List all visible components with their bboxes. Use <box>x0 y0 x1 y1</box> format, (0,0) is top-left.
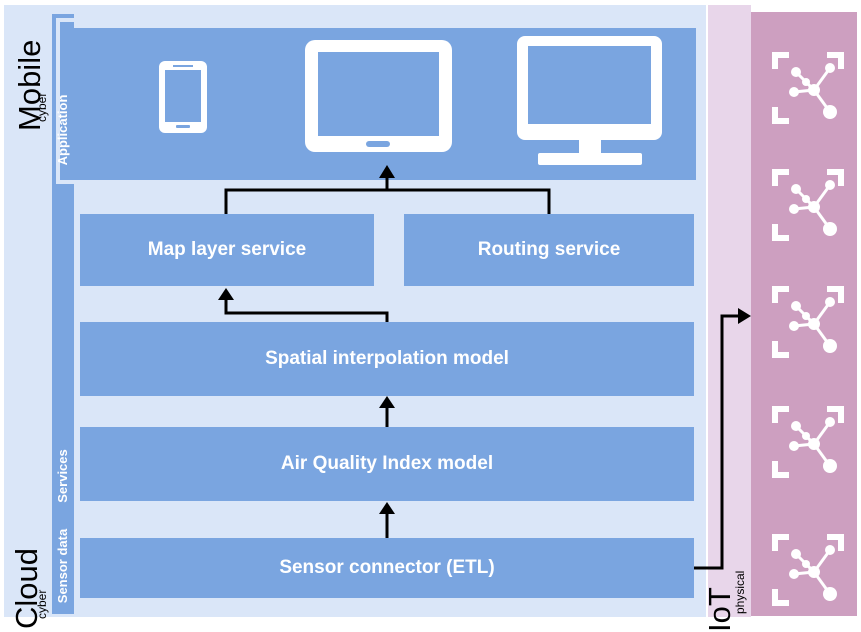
iot-column <box>708 5 751 617</box>
air-quality-index-box: Air Quality Index model <box>80 427 694 501</box>
arrow-spatial-to-map <box>218 288 389 322</box>
sensor-network-icon <box>772 52 844 124</box>
sensor-network-icon <box>772 406 844 478</box>
sensor-network-icon <box>772 286 844 358</box>
sensor-network-icon <box>772 169 844 241</box>
spatial-interpolation-label: Spatial interpolation model <box>265 348 509 369</box>
air-quality-index-label: Air Quality Index model <box>280 453 494 474</box>
phone-icon <box>159 61 207 133</box>
map-layer-service-label: Map layer service <box>147 239 307 260</box>
sensor-connector-box: Sensor connector (ETL) <box>80 538 694 598</box>
sensor-network-icon <box>772 534 844 606</box>
arrow-sensor-to-iot <box>694 308 751 570</box>
routing-service-label: Routing service <box>477 239 621 260</box>
arrow-sensor-to-aqi <box>379 502 395 538</box>
application-layer-frame <box>56 18 702 184</box>
arrow-services-to-application <box>224 165 551 214</box>
diagram-graphics <box>159 36 844 606</box>
routing-service-box: Routing service <box>404 214 694 286</box>
spatial-interpolation-box: Spatial interpolation model <box>80 322 694 396</box>
tablet-icon <box>305 40 452 152</box>
arrow-aqi-to-spatial <box>379 396 395 427</box>
monitor-icon <box>517 36 662 165</box>
map-layer-service-box: Map layer service <box>80 214 374 286</box>
sensor-connector-label: Sensor connector (ETL) <box>279 557 495 578</box>
